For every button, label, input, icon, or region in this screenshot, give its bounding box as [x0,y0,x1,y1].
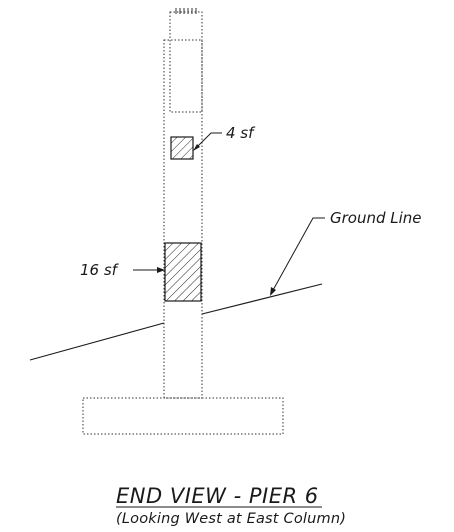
large-area-label: 16 sf [80,261,120,279]
small-area-leader [193,132,222,151]
small-hatched-area [170,136,194,160]
ground-line-label: Ground Line [330,209,422,227]
drawing-subtitle: (Looking West at East Column) [116,511,346,527]
pier-footing [82,397,284,435]
ground-line [29,283,323,361]
small-area-label: 4 sf [226,124,256,142]
large-area-leader [133,267,165,273]
ground-line-leader [270,217,325,296]
large-hatched-area [164,242,202,302]
drawing-title: END VIEW - PIER 6 [116,484,319,508]
pier-column [163,39,203,399]
column-top-extension [169,8,203,113]
